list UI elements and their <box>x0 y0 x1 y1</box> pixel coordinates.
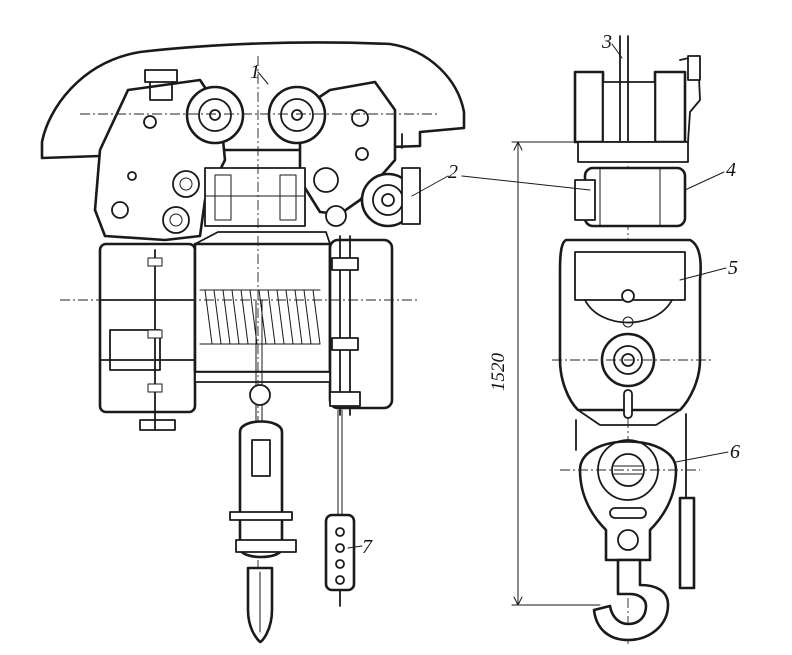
callouts: 1 2 3 4 5 6 7 <box>250 31 740 558</box>
callout-2: 2 <box>448 161 458 183</box>
callout-5: 5 <box>728 257 738 279</box>
dimension-label: 1520 <box>488 353 509 392</box>
callout-4: 4 <box>726 159 736 181</box>
front-view <box>40 41 466 644</box>
side-view: 1520 <box>488 35 712 645</box>
callout-6: 6 <box>730 441 740 463</box>
dimension-1520: 1520 <box>488 141 601 606</box>
drum-windings <box>199 289 321 345</box>
callout-1: 1 <box>250 61 260 83</box>
hook-side <box>592 558 670 642</box>
trolley-wheel-right <box>267 85 327 145</box>
callout-7: 7 <box>362 536 373 558</box>
trolley-wheel-left <box>185 85 245 145</box>
callout-3: 3 <box>601 31 612 53</box>
